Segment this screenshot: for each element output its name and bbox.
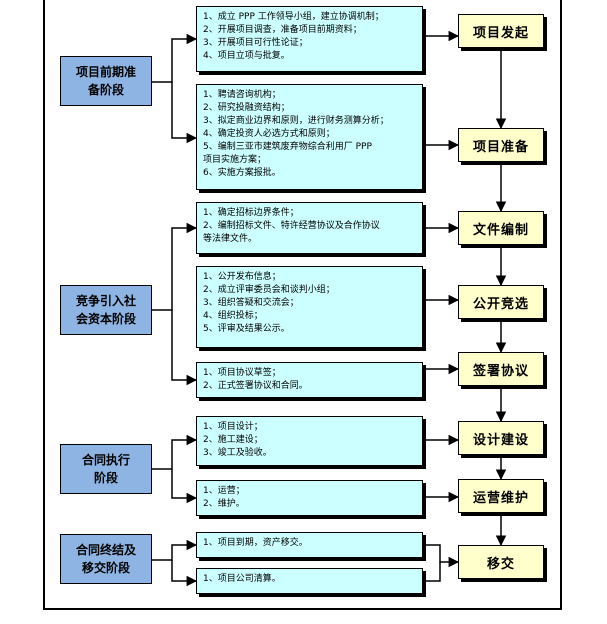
branch-arrow bbox=[171, 310, 198, 386]
branch-arrow bbox=[171, 469, 198, 504]
step-sign-agreement: 签署协议 bbox=[458, 352, 544, 386]
branch-arrow bbox=[152, 33, 198, 83]
task-line: 2、施工建设； bbox=[203, 435, 263, 445]
phase-competition: 竞争引入社 会资本阶段 bbox=[60, 285, 152, 335]
step-label: 移交 bbox=[486, 556, 515, 572]
step-label: 设计建设 bbox=[472, 432, 529, 448]
phase-competition-label: 竞争引入社 会资本阶段 bbox=[75, 294, 136, 326]
task-line: 5、评审及结果公示。 bbox=[203, 324, 290, 334]
task-line: 3、竣工及验收。 bbox=[203, 448, 272, 458]
step-label: 运营维护 bbox=[472, 490, 529, 506]
phase-termination-label: 合同终结及 移交阶段 bbox=[75, 543, 136, 575]
task-box-bidding: 1、公开发布信息； 2、成立评审委员会和谈判小组； 3、组织答疑和交流会； 4、… bbox=[196, 266, 423, 348]
step-design-construction: 设计建设 bbox=[458, 421, 544, 455]
task-line: 1、项目设计； bbox=[203, 422, 263, 432]
task-line: 1、项目协议草签； bbox=[203, 368, 281, 378]
task-box-signing: 1、项目协议草签； 2、正式签署协议和合同。 bbox=[196, 362, 423, 398]
diagram-frame bbox=[43, 0, 562, 610]
task-line: 4、确定投资人必选方式和原则； bbox=[203, 129, 335, 139]
step-project-preparation: 项目准备 bbox=[458, 128, 544, 162]
phase-execution: 合同执行 阶段 bbox=[60, 444, 152, 494]
task-line: 1、确定招标边界条件； bbox=[203, 208, 299, 218]
task-line: 2、编制招标文件、特许经营协议及合作协议 bbox=[203, 221, 380, 231]
branch-arrow bbox=[171, 560, 198, 587]
task-line: 1、项目到期，资产移交。 bbox=[203, 538, 308, 548]
task-box-operation: 1、运营； 2、维护。 bbox=[196, 480, 423, 516]
task-line: 1、聘请咨询机构； bbox=[203, 90, 281, 100]
task-line: 4、组织投标； bbox=[203, 311, 263, 321]
step-project-initiation: 项目发起 bbox=[458, 14, 544, 48]
step-public-competition: 公开竞选 bbox=[458, 285, 544, 319]
task-line: 5、编制三亚市建筑废弃物综合利用厂 PPP bbox=[203, 142, 372, 152]
task-to-step-arrow bbox=[426, 544, 460, 568]
task-to-step-arrow bbox=[426, 562, 441, 582]
step-document-preparation: 文件编制 bbox=[458, 211, 544, 245]
task-line: 3、开展项目可行性论证； bbox=[203, 38, 308, 48]
task-line: 4、项目立项与批复。 bbox=[203, 51, 290, 61]
task-box-preparation: 1、聘请咨询机构； 2、研究投融资结构； 3、拟定商业边界和原则，进行财务测算分… bbox=[196, 84, 423, 190]
phase-execution-label: 合同执行 阶段 bbox=[81, 453, 130, 485]
task-box-handover: 1、项目到期，资产移交。 bbox=[196, 532, 423, 558]
task-line: 2、成立评审委员会和谈判小组； bbox=[203, 285, 335, 295]
task-line: 项目实施方案； bbox=[203, 155, 267, 165]
task-line: 3、组织答疑和交流会； bbox=[203, 298, 299, 308]
task-line: 2、正式签署协议和合同。 bbox=[203, 381, 308, 391]
branch-arrow bbox=[171, 82, 198, 144]
step-label: 公开竞选 bbox=[472, 296, 529, 312]
task-box-liquidation: 1、项目公司清算。 bbox=[196, 568, 423, 594]
phase-termination: 合同终结及 移交阶段 bbox=[60, 534, 152, 584]
task-line: 2、维护。 bbox=[203, 499, 245, 509]
task-box-documents: 1、确定招标边界条件； 2、编制招标文件、特许经营协议及合作协议 等法律文件。 bbox=[196, 202, 423, 254]
branch-arrow bbox=[152, 434, 198, 470]
step-label: 项目准备 bbox=[472, 139, 529, 155]
step-label: 项目发起 bbox=[472, 25, 529, 41]
task-line: 2、开展项目调查，准备项目前期资料； bbox=[203, 25, 362, 35]
branch-arrow bbox=[152, 539, 198, 561]
task-box-construction: 1、项目设计； 2、施工建设； 3、竣工及验收。 bbox=[196, 416, 423, 466]
step-label: 文件编制 bbox=[472, 222, 529, 238]
task-box-initiation: 1、成立 PPP 工作领导小组，建立协调机制； 2、开展项目调查，准备项目前期资… bbox=[196, 6, 423, 72]
phase-preparation-label: 项目前期准 备阶段 bbox=[75, 65, 136, 97]
step-operation-maintenance: 运营维护 bbox=[458, 479, 544, 513]
step-handover: 移交 bbox=[458, 545, 544, 579]
task-line: 1、公开发布信息； bbox=[203, 272, 281, 282]
task-line: 3、拟定商业边界和原则，进行财务测算分析； bbox=[203, 116, 389, 126]
task-line: 1、项目公司清算。 bbox=[203, 574, 281, 584]
task-line: 1、成立 PPP 工作领导小组，建立协调机制； bbox=[203, 12, 384, 22]
task-line: 6、实施方案报批。 bbox=[203, 168, 281, 178]
task-line: 等法律文件。 bbox=[203, 234, 258, 244]
step-label: 签署协议 bbox=[472, 363, 529, 379]
task-line: 2、研究投融资结构； bbox=[203, 103, 290, 113]
branch-arrow bbox=[152, 222, 198, 311]
task-line: 1、运营； bbox=[203, 486, 245, 496]
phase-preparation: 项目前期准 备阶段 bbox=[60, 56, 152, 106]
